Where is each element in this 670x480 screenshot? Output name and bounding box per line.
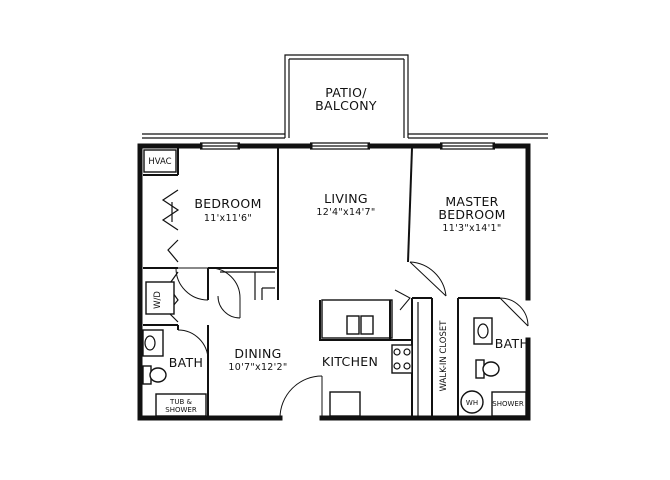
living-label: LIVING — [324, 191, 368, 206]
patio-label-line2: BALCONY — [315, 98, 377, 113]
master-label-line1: MASTER — [445, 194, 498, 209]
utility-boxes — [143, 149, 177, 315]
kitchen-label: KITCHEN — [322, 354, 378, 369]
walk-in-closet-label: WALK-IN CLOSET — [439, 320, 449, 392]
bath-left-label: BATH — [169, 355, 203, 370]
patio-label-line1: PATIO/ — [325, 85, 367, 100]
kitchen-counters — [319, 299, 413, 417]
master-dims: 11'3"x14'1" — [442, 223, 501, 234]
bedroom-label: BEDROOM — [194, 196, 261, 211]
bath-right-label: BATH — [495, 336, 529, 351]
interior-walls — [143, 147, 500, 418]
shower-label: SHOWER — [492, 400, 524, 408]
dining-dims: 10'7"x12'2" — [228, 362, 287, 373]
bifold-doors — [161, 189, 180, 323]
door-swings — [175, 261, 529, 419]
washer-dryer-label: W/D — [153, 291, 163, 309]
living-dims: 12'4"x14'7" — [316, 207, 375, 218]
dining-label: DINING — [234, 346, 281, 361]
water-heater-label: WH — [466, 399, 478, 407]
tub-label-line1: TUB & — [169, 398, 192, 406]
exterior-walls — [137, 142, 531, 421]
exterior-edge-lines — [142, 133, 548, 139]
hvac-label: HVAC — [148, 157, 171, 167]
patio-balcony — [284, 54, 409, 138]
bath-fixtures — [142, 317, 527, 417]
bedroom-dims: 11'x11'6" — [204, 213, 252, 224]
tub-label-line2: SHOWER — [165, 406, 197, 414]
master-label-line2: BEDROOM — [438, 207, 505, 222]
